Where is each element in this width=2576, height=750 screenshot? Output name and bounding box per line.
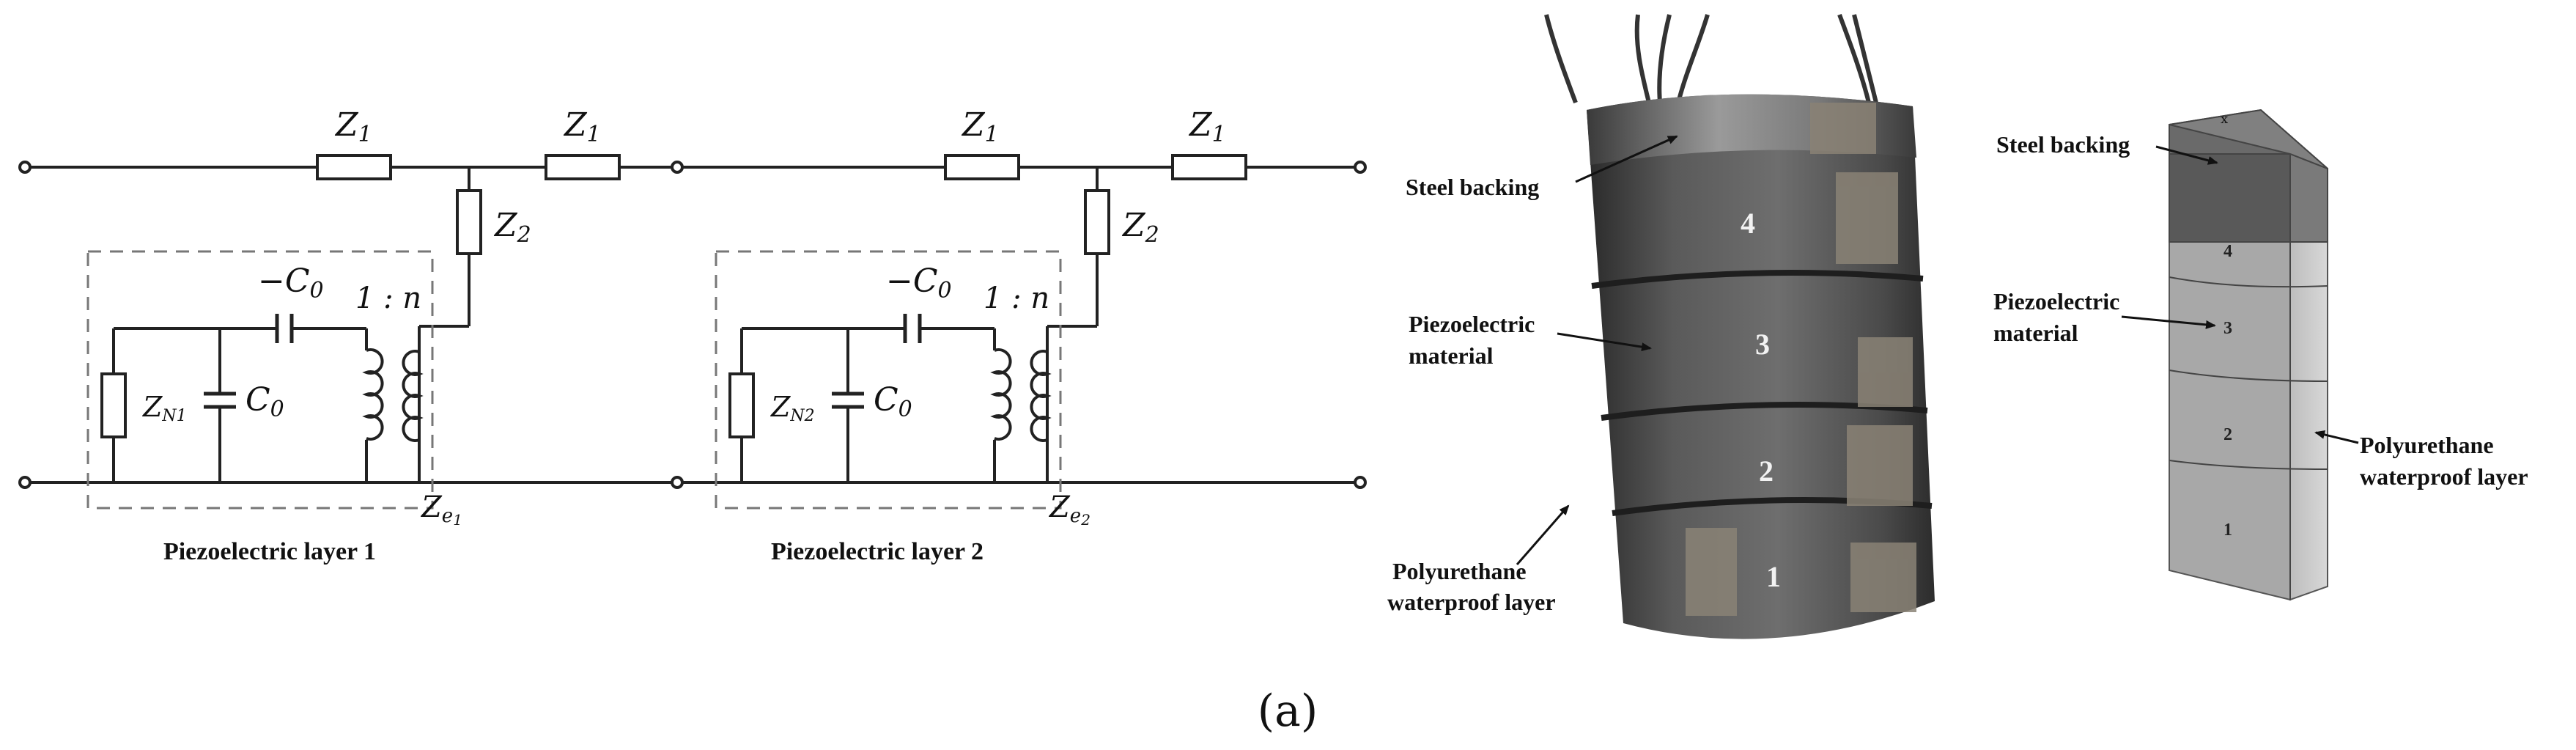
equivalent-circuit: Z1 Z1 Z2 −C0 C0 1 : n ZN1 Ze1 Piezoelect… [18,106,1367,565]
label-model-piezo-line2: material [1993,320,2078,346]
label-minus-c0: −C0 [258,262,324,304]
label-turns-ratio: 1 : n [983,282,1049,315]
terminal [18,161,32,174]
model-steel-top [2169,109,2328,169]
label-c0: C0 [246,381,284,422]
label-ze1: Ze1 [420,490,462,529]
model-segment-lines [2169,242,2328,600]
label-polyurethane-line2: waterproof layer [1387,589,1556,615]
resistor-z1 [1171,154,1247,180]
terminals [18,161,1367,489]
terminal [671,161,684,174]
label-zn2: ZN2 [770,391,815,425]
transformer-coil-primary [990,348,1012,441]
label-piezoelectric-line2: material [1409,342,1494,369]
resistor-z1 [944,154,1020,180]
ring-number: 4 [1741,207,1755,240]
label-z1: Z1 [961,106,999,147]
label-model-poly-line2: waterproof layer [2360,463,2528,490]
label-ze2: Ze2 [1048,490,1090,529]
label-model-poly-line1: Polyurethane [2360,432,2494,458]
resistor-z1 [316,154,392,180]
segment-number: 2 [2223,425,2232,444]
ring-number: 3 [1755,328,1770,361]
label-model-steel-backing: Steel backing [1996,131,2130,158]
arrow-piezoelectric [1557,332,1652,352]
resistor-zn2 [728,372,755,438]
tape-patches [1686,103,1916,616]
ring-number: 1 [1766,560,1781,593]
label-piezoelectric-line1: Piezoelectric [1409,311,1535,337]
label-z2: Z2 [493,207,531,248]
label-c0: C0 [874,381,912,422]
terminal [18,476,32,489]
transformer-coil-secondary [402,350,424,442]
arrow-model-steel-backing [2155,145,2218,165]
model-steel-backing-front [2169,153,2291,243]
label-piezoelectric-layer-2: Piezoelectric layer 2 [771,538,983,565]
arrow-steel-backing [1575,135,1678,183]
label-z1: Z1 [334,106,372,147]
terminal [1354,161,1367,174]
label-piezoelectric-layer-1: Piezoelectric layer 1 [163,538,376,565]
resistor-z2 [1084,189,1110,255]
label-turns-ratio: 1 : n [355,282,421,315]
label-steel-backing: Steel backing [1406,174,1539,200]
arrow-model-piezo [2121,315,2216,329]
axis-mark: x [2221,111,2228,127]
transformer-coil-primary [362,348,384,441]
transducer-photo: 4 3 2 1 Steel backing Piezoelectric mate… [1387,13,1935,639]
label-z1: Z1 [1188,106,1226,147]
resistor-zn1 [100,372,127,438]
label-z2: Z2 [1121,207,1159,248]
label-polyurethane-line1: Polyurethane [1392,558,1527,584]
segment-number: 3 [2223,319,2232,338]
ring-number: 2 [1759,455,1774,488]
segment-number: 4 [2223,242,2232,261]
label-model-piezo-line1: Piezoelectric [1993,288,2119,315]
resistor-z1 [545,154,621,180]
terminal [671,476,684,489]
arrow-model-poly [2314,430,2359,444]
piezoelectric-layer-1-box [86,250,434,510]
resistor-z2 [456,189,482,255]
label-minus-c0: −C0 [886,262,952,304]
terminal [1354,476,1367,489]
figure-caption: (a) [1258,685,1318,737]
transformer-coil-secondary [1030,350,1052,442]
segment-number: 1 [2223,521,2232,540]
stage-1: Z1 Z1 Z2 −C0 C0 1 : n ZN1 Ze1 Piezoelect… [86,106,621,565]
label-zn1: ZN1 [142,391,187,425]
piezoelectric-layer-2-box [715,250,1062,510]
label-z1: Z1 [563,106,601,147]
arrow-polyurethane [1516,504,1570,565]
stage-2: Z1 Z1 Z2 −C0 C0 1 : n ZN2 Ze2 Piezoelect… [715,106,1247,565]
cables [1544,13,1878,104]
fem-model: 4 3 2 1 x Steel backing Piezoelectric ma… [1993,109,2528,601]
